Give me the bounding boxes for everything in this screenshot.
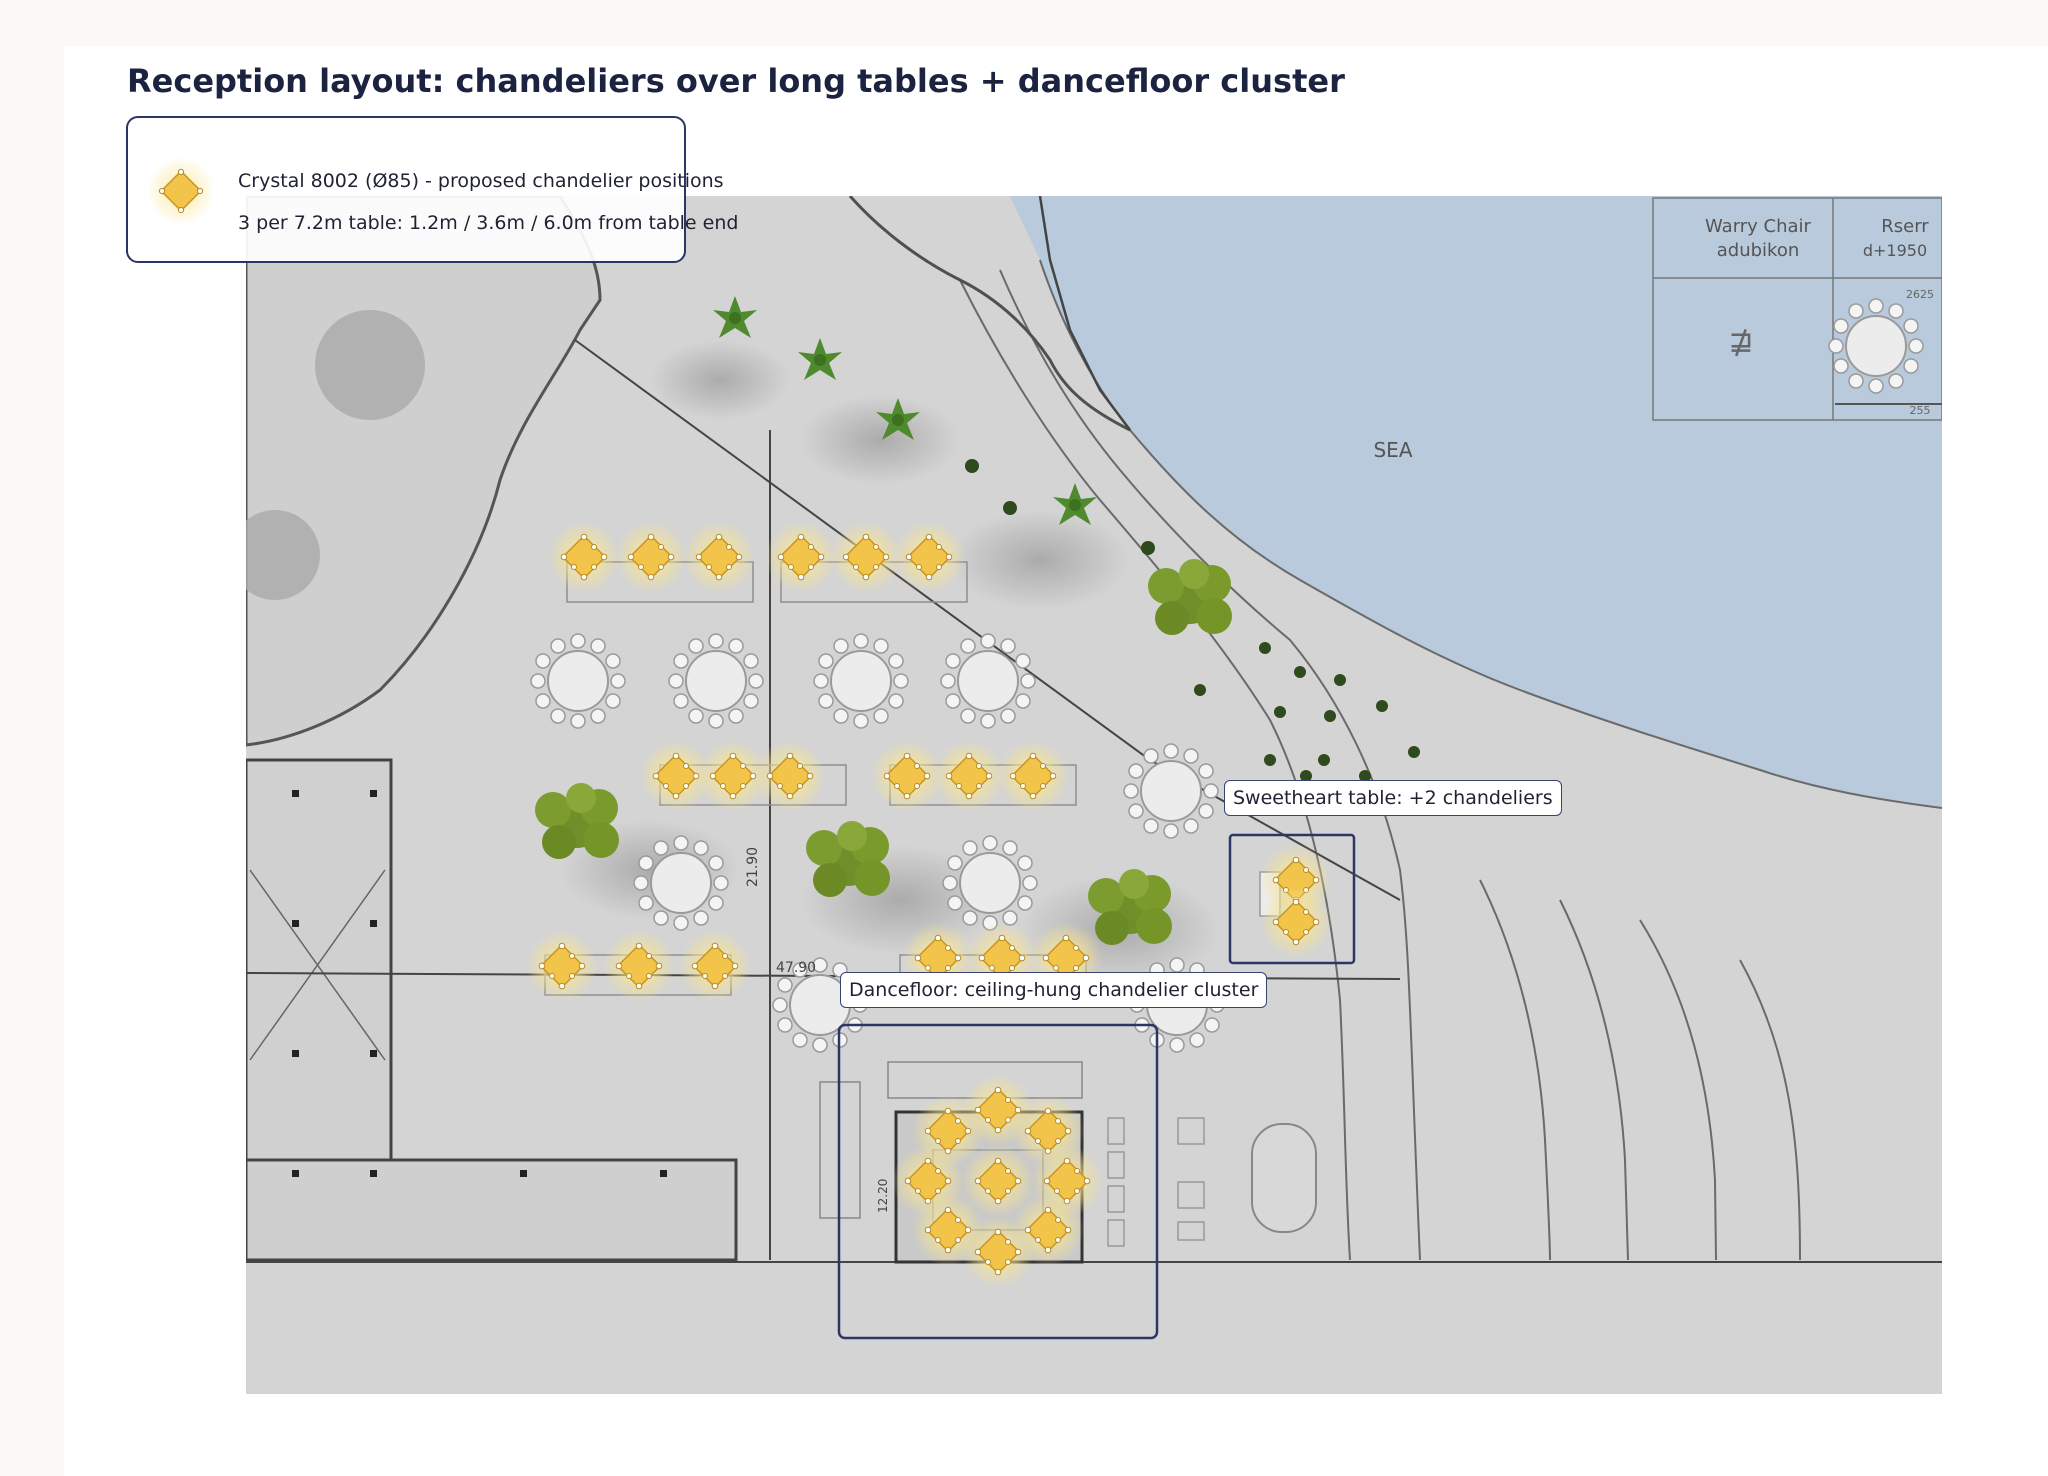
chandelier-marker — [961, 1215, 1035, 1289]
dimension-vertical: 21.90 — [745, 847, 761, 887]
key-dim-bottom: 255 — [1910, 404, 1931, 417]
chandelier-marker — [829, 520, 903, 594]
chandelier-marker — [614, 520, 688, 594]
diagram-title: Reception layout: chandeliers over long … — [127, 62, 1345, 100]
sweetheart-highlight-box — [1228, 833, 1356, 965]
site-plan-svg: SEA Warry Chair adubikon Rserr d+1950 ⋣ … — [246, 196, 1942, 1394]
legend-line-2: 3 per 7.2m table: 1.2m / 3.6m / 6.0m fro… — [238, 212, 739, 234]
sea-label: SEA — [1373, 438, 1412, 462]
dimension-small: 12.20 — [876, 1179, 890, 1213]
dimension-horizontal: 47.90 — [776, 960, 816, 976]
legend: Crystal 8002 (Ø85) - proposed chandelier… — [126, 116, 738, 263]
chandelier-marker — [547, 520, 621, 594]
site-plan: SEA Warry Chair adubikon Rserr d+1950 ⋣ … — [246, 196, 1942, 1394]
key-header-2-line2: d+1950 — [1863, 241, 1927, 260]
chandelier-marker — [525, 929, 599, 1003]
key-dim-top: 2625 — [1906, 288, 1934, 301]
legend-line-1: Crystal 8002 (Ø85) - proposed chandelier… — [238, 170, 724, 192]
chandelier-marker — [1259, 885, 1333, 959]
chandelier-marker — [764, 520, 838, 594]
chandelier-marker — [682, 520, 756, 594]
chandelier-marker — [892, 520, 966, 594]
chandelier-diamond-icon — [147, 157, 215, 225]
sweetheart-callout: Sweetheart table: +2 chandeliers — [1224, 780, 1562, 816]
dancefloor-callout: Dancefloor: ceiling-hung chandelier clus… — [840, 972, 1268, 1008]
chandelier-marker — [602, 929, 676, 1003]
key-table-glyph: ⋣ — [1728, 325, 1753, 360]
dancefloor-highlight-box — [837, 1023, 1159, 1340]
key-header-1-line2: adubikon — [1717, 240, 1800, 261]
chandelier-marker — [753, 739, 827, 813]
key-header-1-line1: Warry Chair — [1705, 216, 1812, 237]
chandelier-marker — [678, 929, 752, 1003]
chandelier-marker — [996, 739, 1070, 813]
chandelier-marker — [870, 739, 944, 813]
key-header-2-line1: Rserr — [1881, 216, 1929, 237]
chandelier-marker — [932, 739, 1006, 813]
